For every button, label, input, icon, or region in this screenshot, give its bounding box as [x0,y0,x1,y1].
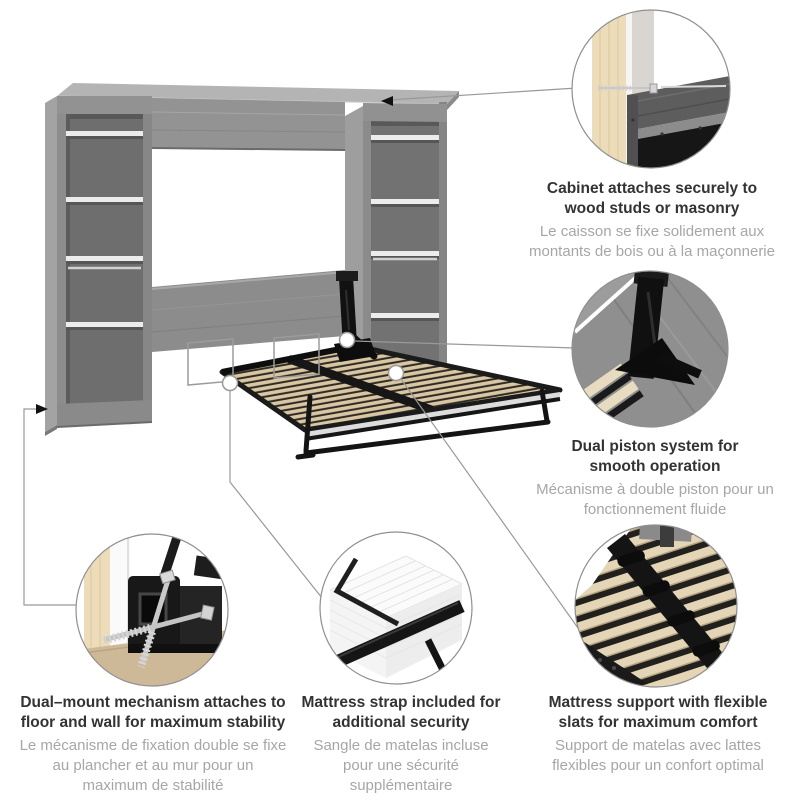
callout-fr-mattress-strap: Sangle de matelas incluse pour une sécur… [313,736,489,794]
callout-en-slats: Mattress support with flexible slats for… [548,694,768,732]
slat-center-rail [607,534,730,674]
callout-text-wall-attachment: Cabinet attaches securely to wood studs … [512,179,792,262]
piston-closeup [615,271,702,385]
left-bookcase [56,96,153,428]
callout-text-slats: Mattress support with flexible slats for… [520,693,796,776]
arrow-icon [381,96,393,106]
callout-line-slats [400,378,579,629]
detail-circle-dual-mount [75,533,229,687]
anchor-dot-bed-rail [221,374,239,392]
lag-bolt-floor [137,569,176,669]
callout-text-dual-mount: Dual–mount mechanism attaches to floor a… [12,693,294,795]
shelves [66,131,143,330]
arrow-icon [36,404,48,414]
lag-bolt-wall [100,604,215,645]
callout-text-piston: Dual piston system for smooth operation … [515,437,795,520]
callout-en-piston: Dual piston system for smooth operation [571,438,739,476]
callout-fr-slats: Support de matelas avec lattes flexibles… [552,736,764,774]
bed-legs [295,388,551,460]
callout-markers [36,96,405,414]
callout-line-mattress-strap [229,390,323,599]
bed-front-trim [305,392,560,438]
anchor-dot-slats [387,364,405,382]
headboard-panel [152,270,345,352]
callout-text-mattress-strap: Mattress strap included for additional s… [288,693,514,795]
mattress-strap [333,557,400,627]
callout-fr-dual-mount: Le mécanisme de fixation double se fixe … [19,736,287,794]
detail-circle-mattress-strap [319,531,473,685]
callout-en-wall-attachment: Cabinet attaches securely to wood studs … [546,180,758,218]
bed-center-rail [287,355,434,414]
callout-connectors [23,87,579,629]
screw-head [649,83,658,94]
anchor-dot-piston [338,331,356,349]
callout-line-dual-mount [23,408,78,606]
detail-circle-piston [571,270,729,428]
callout-line-piston [353,340,576,349]
callout-en-mattress-strap: Mattress strap included for additional s… [301,694,501,732]
murphy-bed-frame [219,343,563,460]
callout-en-dual-mount: Dual–mount mechanism attaches to floor a… [20,694,286,732]
detail-circle-slats [574,524,738,688]
right-bookcase [345,102,448,420]
callout-fr-piston: Mécanisme à double piston pour un foncti… [536,480,774,518]
left-side-panel [45,96,57,436]
shelves [371,135,439,321]
detail-circle-wall-attachment [571,9,731,169]
center-cabinet [151,98,346,352]
product-wall-bed [45,83,563,460]
callout-fr-wall-attachment: Le caisson se fixe solidement aux montan… [529,222,775,260]
callout-line-wall-attachment [387,87,578,101]
